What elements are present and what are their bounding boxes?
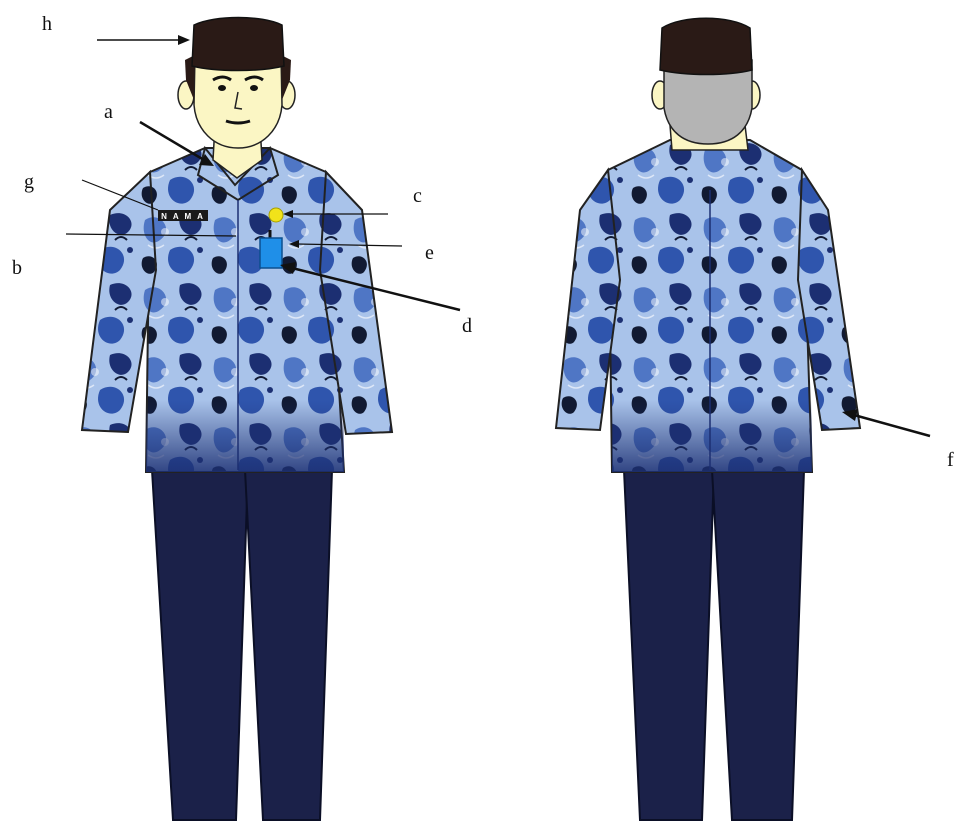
back-shirt <box>556 140 860 472</box>
label-f: f <box>947 449 954 471</box>
back-cap <box>660 18 752 74</box>
front-figure: N A M A <box>82 18 392 821</box>
name-tag-icon: N A M A <box>158 210 208 221</box>
label-d: d <box>462 315 472 337</box>
arrowhead-h <box>178 35 190 45</box>
label-e: e <box>425 242 434 264</box>
label-h: h <box>42 13 52 35</box>
pointer-f <box>854 415 930 436</box>
pointer-a <box>140 122 204 160</box>
label-g: g <box>24 171 34 193</box>
name-tag-text: N A M A <box>161 212 205 221</box>
pin-icon <box>269 208 283 222</box>
label-a: a <box>104 101 113 123</box>
back-trousers <box>624 470 804 820</box>
front-cap <box>192 18 284 71</box>
back-figure <box>556 18 860 820</box>
label-b: b <box>12 257 22 279</box>
label-c: c <box>413 185 422 207</box>
front-trousers <box>152 470 332 820</box>
front-shirt <box>82 148 392 472</box>
